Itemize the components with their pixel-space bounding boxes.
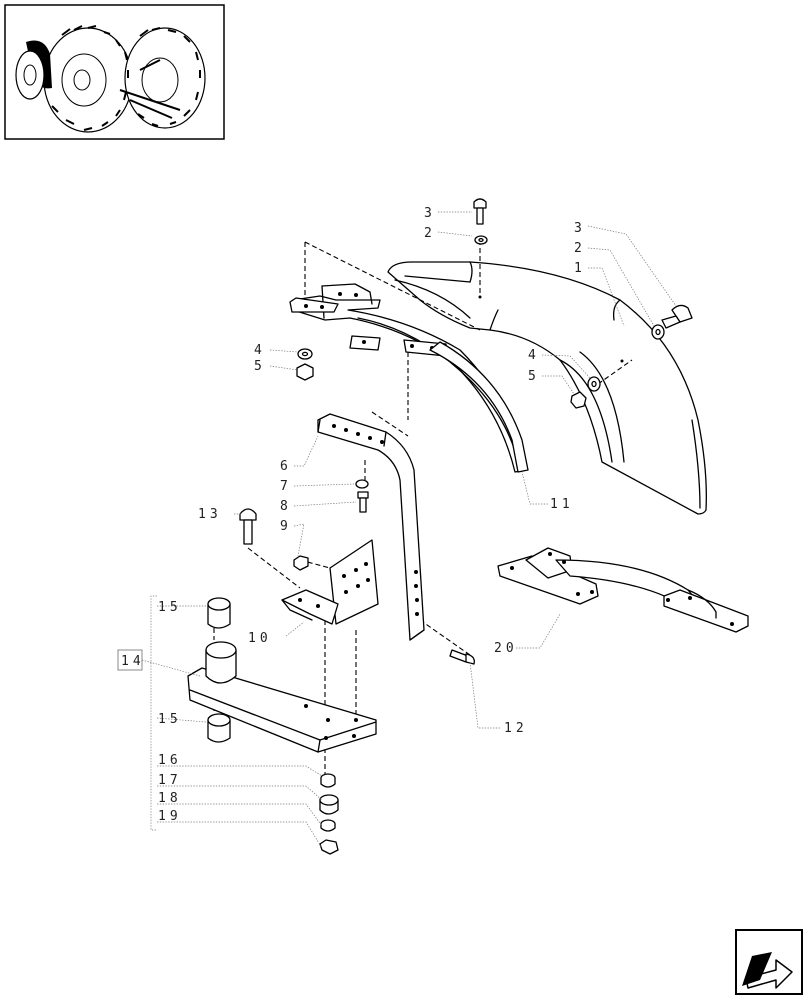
- tractor-wheel-thumbnail-icon[interactable]: [4, 4, 225, 140]
- callout-14: 14: [121, 654, 145, 669]
- callout-12: 12: [504, 721, 528, 736]
- callout-3-right: 3: [574, 221, 586, 236]
- washer-7: [355, 479, 369, 489]
- angle-bracket-part-10: [281, 539, 379, 625]
- next-page-arrow-icon[interactable]: [735, 929, 803, 995]
- bolt-13: [239, 508, 257, 545]
- callout-6: 6: [280, 459, 292, 474]
- bushing-15-bottom: [207, 713, 231, 743]
- callout-15-top: 15: [158, 600, 182, 615]
- callout-20: 20: [494, 641, 518, 656]
- callout-10: 10: [248, 631, 272, 646]
- callout-16: 16: [158, 753, 182, 768]
- base-plate-part-14: [187, 641, 377, 753]
- callout-15-bottom: 15: [158, 712, 182, 727]
- washer-4-left: [297, 348, 313, 360]
- callout-9: 9: [280, 519, 292, 534]
- washer-18: [320, 819, 336, 832]
- callout-18: 18: [158, 791, 182, 806]
- fender-bracket-part-11: [289, 283, 529, 473]
- fender-part-1: [387, 261, 707, 515]
- assembly-lines: [213, 240, 633, 775]
- nut-5-mid: [570, 391, 587, 409]
- callout-13: 13: [198, 507, 222, 522]
- support-arm-part-6: [317, 413, 425, 641]
- callout-1: 1: [574, 261, 586, 276]
- leader-lines: [141, 211, 677, 849]
- callout-4-mid: 4: [528, 348, 540, 363]
- callout-8: 8: [280, 499, 292, 514]
- nut-9: [293, 555, 309, 571]
- callout-3-top: 3: [424, 206, 436, 221]
- callout-11: 11: [550, 497, 574, 512]
- washer-16: [320, 773, 336, 788]
- callout-4-left: 4: [254, 343, 266, 358]
- bushing-15-top: [207, 597, 231, 629]
- bolt-3-right: [661, 304, 693, 329]
- callout-2-top: 2: [424, 226, 436, 241]
- callout-2-right: 2: [574, 241, 586, 256]
- bushing-17: [319, 794, 339, 815]
- washer-4-mid: [587, 376, 601, 392]
- callout-19: 19: [158, 809, 182, 824]
- screw-8: [357, 491, 369, 513]
- nut-19: [319, 839, 339, 855]
- callout-17: 17: [158, 773, 182, 788]
- bolt-12: [449, 649, 475, 665]
- callout-labels: 3 2 3 2 1 4 5 4 5 6 7 8 9 13 10 11 12 20…: [121, 206, 586, 824]
- nut-5-left: [296, 363, 314, 381]
- washer-2-top: [474, 235, 488, 245]
- bolt-3-top: [473, 198, 487, 225]
- group-14-bracket: [117, 595, 157, 831]
- washer-2-right: [651, 324, 665, 340]
- callout-5-mid: 5: [528, 369, 540, 384]
- callout-5-left: 5: [254, 359, 266, 374]
- callout-7: 7: [280, 479, 292, 494]
- bracket-part-20: [497, 547, 749, 633]
